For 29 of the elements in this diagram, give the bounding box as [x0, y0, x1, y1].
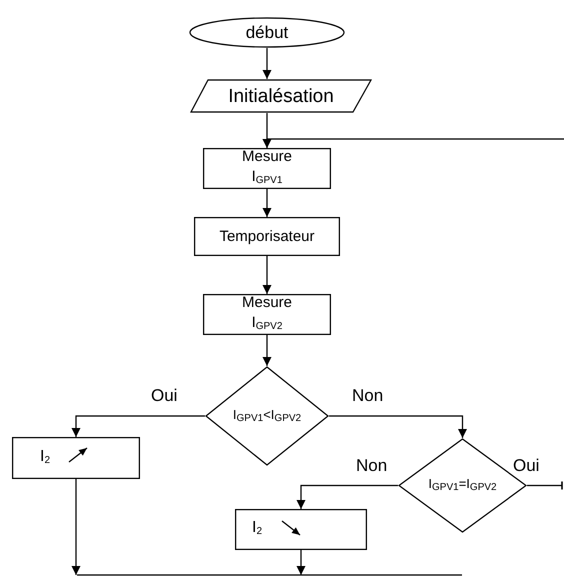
node-label: Mesure — [242, 146, 292, 166]
process-box — [12, 437, 140, 479]
node-sublabel: I$_{GPV1}$ — [252, 166, 282, 188]
arrow — [329, 415, 467, 438]
arrow — [262, 335, 272, 366]
process-box — [203, 294, 331, 335]
node-label: Temporisateur — [219, 227, 315, 246]
arrow — [262, 256, 272, 294]
node-label: Initialésation — [228, 86, 334, 106]
process-box — [194, 217, 340, 256]
process-box — [235, 509, 367, 550]
node-label: I$_{GPV1}$=I$_{GPV2}$ — [428, 475, 497, 495]
node-label: Mesure — [242, 292, 292, 312]
node-label: début — [246, 23, 288, 42]
start-ellipse — [189, 17, 345, 48]
process-box — [203, 148, 331, 189]
input-parallelogram — [190, 79, 372, 113]
arrow — [262, 189, 272, 217]
arrow — [72, 415, 205, 437]
arrow — [72, 479, 80, 575]
arrow — [296, 484, 398, 509]
arrow — [262, 48, 272, 79]
decision-diamond — [205, 366, 329, 466]
arrow — [262, 138, 564, 148]
node-sublabel: I$_{GPV2}$ — [252, 312, 282, 334]
arrow — [296, 550, 306, 575]
node-label: I$_{2}$ — [40, 446, 50, 468]
node-label: I$_{2}$ — [252, 518, 262, 539]
node-label: I$_{GPV1}$<I$_{GPV2}$ — [232, 406, 302, 426]
